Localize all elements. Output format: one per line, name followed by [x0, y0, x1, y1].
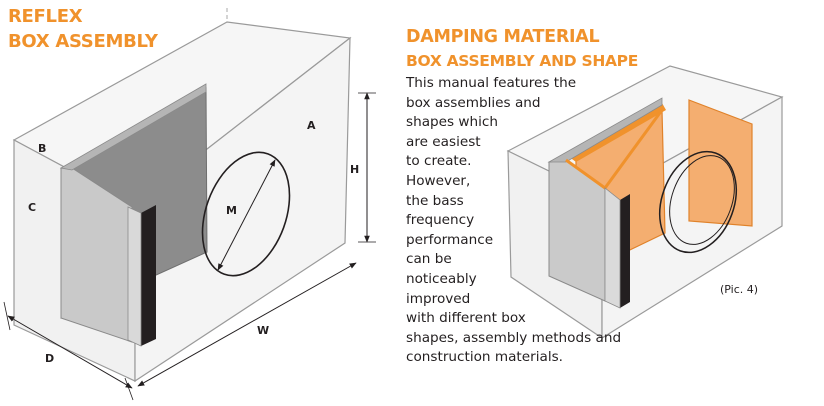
- description-line: to create.: [406, 153, 472, 170]
- reflex-edge-strip: [141, 205, 156, 346]
- description-line: can be: [406, 251, 452, 268]
- description-line: frequency: [406, 212, 475, 229]
- damping-woofer-ring: [669, 155, 735, 245]
- reflex-top-strip: [59, 83, 207, 171]
- reflex-box-diagram: A B C H M W D: [3, 8, 376, 401]
- description-line: improved: [406, 290, 471, 307]
- reflex-title-line1: REFLEX: [8, 6, 83, 27]
- damping-edge-strip: [620, 194, 630, 308]
- description-line: the bass: [406, 192, 464, 209]
- damping-box-diagram: (Pic. 4): [506, 65, 784, 340]
- diameter-arrow: [217, 159, 276, 271]
- width-arrow: [137, 262, 357, 387]
- figure-caption: (Pic. 4): [720, 283, 758, 296]
- label-m: M: [226, 204, 237, 217]
- description-line: are easiest: [406, 133, 481, 150]
- description-line: This manual features the: [406, 75, 577, 91]
- label-d: D: [45, 352, 54, 365]
- label-b: B: [38, 142, 46, 155]
- label-h: H: [350, 163, 359, 176]
- description-line: box assemblies and: [406, 94, 541, 111]
- reflex-edge-face: [127, 206, 142, 347]
- description-line: performance: [406, 231, 494, 248]
- reflex-title-line2: BOX ASSEMBLY: [8, 31, 158, 52]
- label-c: C: [28, 201, 36, 214]
- description-line: shapes which: [406, 114, 499, 131]
- damping-subtitle: BOX ASSEMBLY AND SHAPE: [406, 52, 639, 70]
- damping-description: This manual features the box assemblies …: [406, 74, 621, 368]
- label-a: A: [307, 119, 316, 132]
- damping-top-strip: [568, 103, 666, 162]
- label-w: W: [257, 324, 269, 337]
- description-line: noticeably: [406, 270, 477, 287]
- description-line: However,: [406, 172, 471, 189]
- description-line: construction materials.: [406, 349, 563, 366]
- damping-inner-top: [547, 97, 663, 163]
- description-line: with different box: [406, 310, 526, 327]
- description-line: shapes, assembly methods and: [406, 329, 622, 346]
- damping-title: DAMPING MATERIAL: [406, 27, 600, 47]
- damping-edge-face: [604, 187, 621, 309]
- depth-arrow: [7, 315, 133, 389]
- damping-woofer-cutout: [659, 150, 737, 254]
